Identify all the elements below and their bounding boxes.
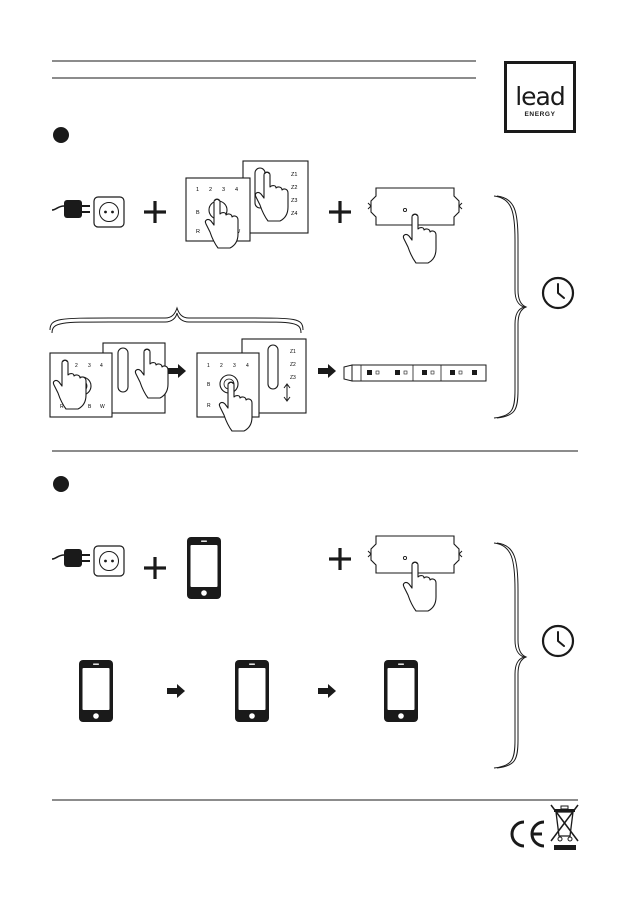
brace-icon	[49, 306, 304, 331]
key-label: R	[207, 403, 211, 409]
key-label: 2	[209, 187, 212, 193]
socket-icon	[93, 196, 125, 228]
zone-label: Z3	[291, 198, 297, 204]
arrow-icon	[318, 684, 336, 698]
phone-icon	[79, 660, 113, 722]
keypad-icon: Z1 Z2 Z3 Z4 1 2 3 4 B R W	[185, 160, 309, 249]
phone-icon	[235, 660, 269, 722]
arrow-icon	[318, 364, 336, 378]
step-bullet-2	[53, 476, 69, 492]
clock-icon	[541, 276, 575, 310]
key-label: 2	[75, 363, 78, 369]
plug-icon	[51, 199, 91, 219]
zone-label: Z3	[290, 375, 296, 381]
phone-icon	[187, 537, 221, 599]
brace-icon	[493, 195, 526, 419]
logo-subtitle: ENERGY	[524, 111, 556, 118]
step-bullet-1	[53, 127, 69, 143]
socket-icon	[93, 545, 125, 577]
key-label: B	[88, 404, 92, 410]
plug-icon	[51, 548, 91, 568]
logo-word: lead	[515, 82, 566, 111]
ce-mark-icon	[510, 820, 545, 848]
key-label: 2	[220, 363, 223, 369]
key-label: 3	[88, 363, 91, 369]
arrow-icon	[167, 684, 185, 698]
led-strip-icon	[343, 364, 487, 382]
key-label: 4	[235, 187, 238, 193]
key-label: 4	[100, 363, 103, 369]
lead-energy-logo: lead ENERGY	[504, 61, 576, 133]
key-label: 1	[207, 363, 210, 369]
plus-icon	[329, 201, 351, 223]
arrow-icon	[168, 364, 186, 378]
key-label: R	[196, 229, 200, 235]
plus-icon	[144, 557, 166, 579]
clock-icon	[541, 624, 575, 658]
key-label: 3	[222, 187, 225, 193]
keypad-icon: Z1 Z2 Z3 1 2 3 4 B R G B W	[196, 338, 307, 432]
weee-bin-icon	[550, 804, 579, 850]
key-label: 1	[196, 187, 199, 193]
key-label: W	[100, 404, 105, 410]
phone-icon	[384, 660, 418, 722]
keypad-icon: Z3 2 3 4 R G B W	[49, 342, 169, 418]
key-label: R	[60, 404, 64, 410]
plus-icon	[144, 201, 166, 223]
key-label: B	[196, 210, 200, 216]
plus-icon	[329, 548, 351, 570]
brace-icon	[493, 542, 526, 769]
zone-label: Z1	[290, 349, 296, 355]
zone-label: Z2	[291, 185, 297, 191]
key-label: 4	[246, 363, 249, 369]
key-label: 3	[233, 363, 236, 369]
zone-label: Z1	[291, 172, 297, 178]
key-label: B	[207, 382, 211, 388]
zone-label: Z2	[290, 362, 296, 368]
zone-label: Z4	[291, 211, 297, 217]
